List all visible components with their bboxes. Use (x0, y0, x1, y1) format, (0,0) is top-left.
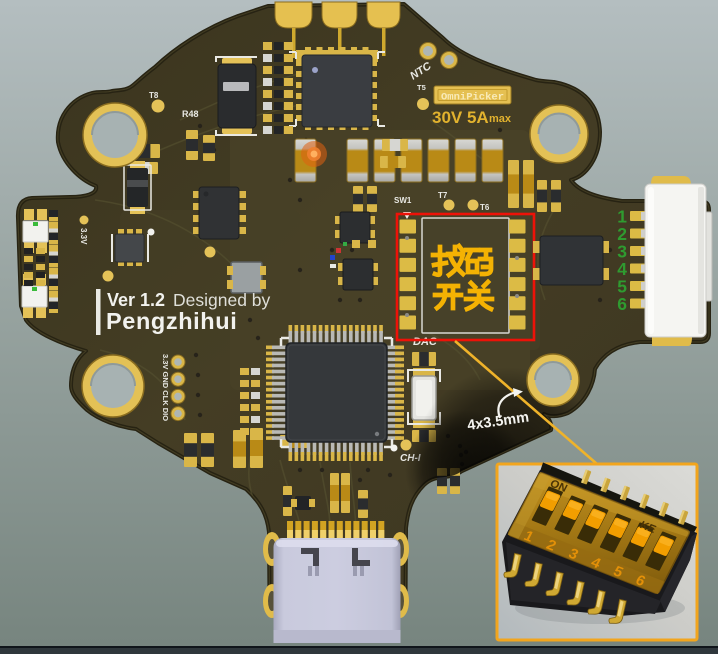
svg-text:30V 5A: 30V 5A (432, 108, 489, 127)
svg-text:ON: ON (548, 478, 569, 495)
svg-text:T7: T7 (438, 191, 448, 200)
svg-text:3: 3 (617, 242, 627, 262)
svg-text:KE: KE (638, 519, 659, 536)
svg-text:SW1: SW1 (394, 196, 412, 205)
svg-text:5: 5 (617, 277, 627, 297)
svg-text:4: 4 (617, 259, 627, 279)
svg-text:DAC: DAC (413, 336, 438, 348)
svg-text:3.3V GND CLK DIO: 3.3V GND CLK DIO (161, 354, 170, 421)
svg-text:2: 2 (617, 224, 627, 244)
svg-text:1: 1 (617, 207, 627, 227)
svg-text:3.3V: 3.3V (79, 228, 88, 245)
svg-text:R48: R48 (182, 109, 199, 119)
svg-text:T5: T5 (417, 83, 426, 92)
svg-text:T6: T6 (480, 203, 490, 212)
svg-text:T8: T8 (149, 91, 159, 100)
svg-text:Designed by: Designed by (173, 290, 271, 310)
svg-text:6: 6 (617, 294, 627, 314)
svg-text:Ver 1.2: Ver 1.2 (107, 290, 165, 310)
svg-text:Pengzhihui: Pengzhihui (106, 308, 237, 334)
svg-text:OmniPicker: OmniPicker (441, 92, 504, 104)
svg-text:max: max (489, 113, 512, 125)
